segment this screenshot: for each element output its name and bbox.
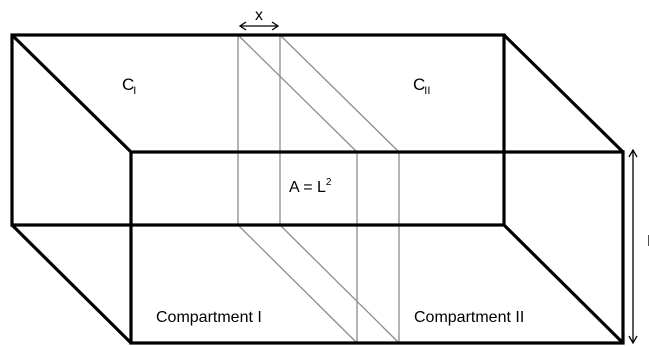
concentration-1-subscript: I — [133, 85, 136, 97]
concentration-1-main: C — [122, 75, 134, 94]
x-dimension-arrow — [238, 21, 280, 31]
box-edge-top-right — [502, 33, 625, 154]
box-edge-bottom-left — [10, 223, 133, 345]
membrane-top-left-diagonal — [237, 34, 358, 153]
membrane-bottom-right-diagonal — [279, 224, 400, 344]
box-edge-top-left — [10, 33, 133, 154]
concentration-2-main: C — [413, 75, 425, 94]
box-back-face — [10, 33, 506, 227]
concentration-1-label: CI — [122, 75, 136, 97]
compartment-1-label: Compartment I — [156, 309, 262, 326]
x-label: x — [255, 7, 263, 24]
side-l-label: L — [647, 233, 649, 250]
area-label: A = L2 — [289, 177, 332, 196]
area-label-main: A = L — [289, 179, 326, 196]
concentration-2-label: CII — [413, 75, 430, 97]
box-front-face — [129, 150, 625, 345]
area-label-superscript: 2 — [326, 177, 332, 188]
concentration-2-subscript: II — [424, 85, 430, 97]
l-dimension-arrow — [628, 148, 638, 345]
membrane-bottom-left-diagonal — [237, 224, 358, 344]
membrane-top-right-diagonal — [279, 34, 400, 153]
membrane-slab — [237, 34, 400, 344]
compartment-2-label: Compartment II — [414, 309, 524, 326]
box-outline — [10, 33, 625, 345]
box-edge-bottom-right — [502, 223, 625, 345]
